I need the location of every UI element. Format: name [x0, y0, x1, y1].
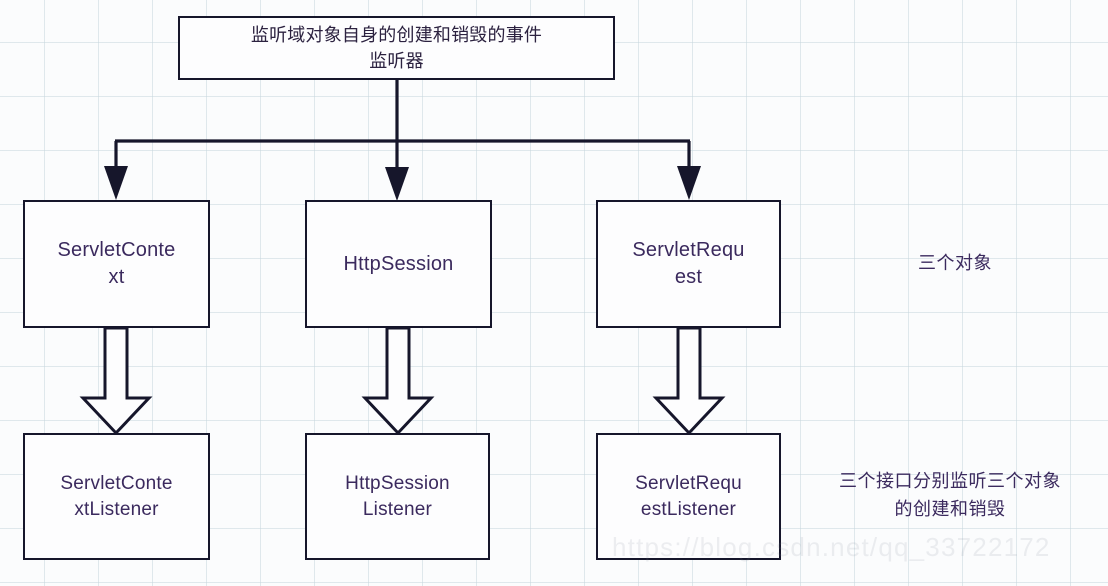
arrowhead-right [677, 166, 701, 200]
node-servletrequestlistener[interactable]: ServletRequ estListener [596, 433, 781, 560]
node-servletcontext-label: ServletConte xt [57, 239, 176, 288]
node-httpsession[interactable]: HttpSession [305, 200, 492, 328]
block-arrow-servletcontext [79, 326, 153, 436]
node-httpsessionlistener[interactable]: HttpSession Listener [305, 433, 490, 560]
node-servletrequestlistener-label: ServletRequ estListener [635, 472, 742, 520]
node-servletcontextlistener[interactable]: ServletConte xtListener [23, 433, 210, 560]
node-event-listener-title[interactable]: 监听域对象自身的创建和销毁的事件 监听器 [178, 16, 615, 80]
block-arrow-servletrequest [652, 326, 726, 436]
annotation-three-objects: 三个对象 [918, 253, 992, 273]
block-arrow-httpsession [361, 326, 435, 436]
node-httpsession-label: HttpSession [343, 252, 454, 275]
node-servletcontextlistener-label: ServletConte xtListener [60, 472, 173, 520]
node-servletrequest[interactable]: ServletRequ est [596, 200, 781, 328]
node-event-listener-title-label: 监听域对象自身的创建和销毁的事件 监听器 [250, 24, 543, 71]
node-servletrequest-label: ServletRequ est [632, 239, 745, 288]
arrowhead-left [104, 166, 128, 200]
watermark-text: https://blog.csdn.net/qq_33722172 [612, 532, 1051, 562]
arrowhead-middle [385, 167, 409, 201]
node-httpsessionlistener-label: HttpSession Listener [345, 472, 450, 520]
annotation-three-interfaces: 三个接口分别监听三个对象 的创建和销毁 [839, 471, 1061, 519]
node-servletcontext[interactable]: ServletConte xt [23, 200, 210, 328]
